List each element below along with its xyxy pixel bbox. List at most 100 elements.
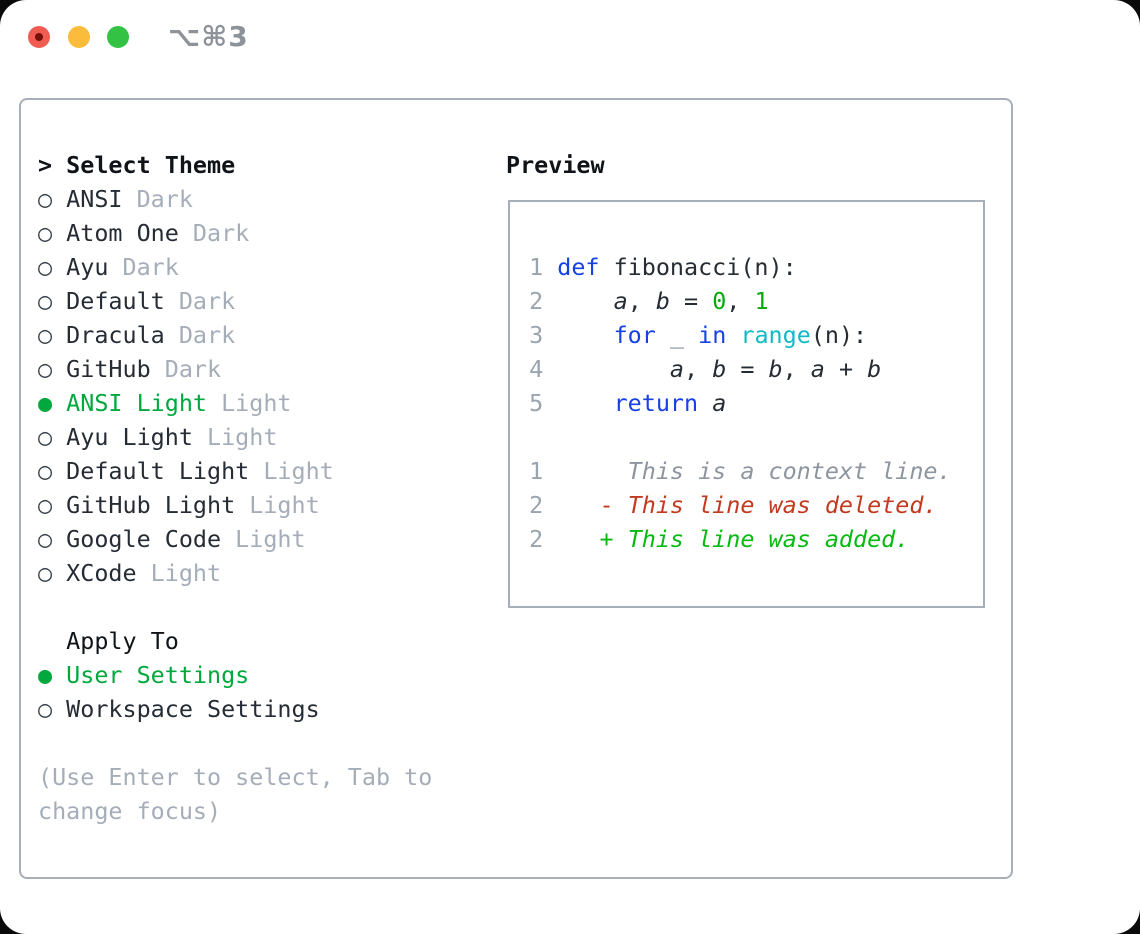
- apply-option-user-settings[interactable]: ● User Settings: [38, 658, 432, 692]
- code-token: ,: [782, 355, 811, 383]
- code-token: ,: [726, 287, 755, 315]
- code-token: 0: [712, 287, 727, 315]
- code-token: b: [867, 355, 882, 383]
- code-token: a: [669, 355, 685, 383]
- code-token: 1: [515, 457, 544, 485]
- code-token: [543, 321, 613, 349]
- code-token: +: [599, 525, 628, 553]
- radio-icon: ○: [38, 287, 67, 315]
- theme-option-ansi-light[interactable]: ● ANSI Light Light: [38, 386, 432, 420]
- spacer: [38, 627, 66, 655]
- radio-icon: ○: [38, 695, 67, 723]
- apply-to-heading-label: Apply To: [66, 627, 179, 655]
- code-token: _: [669, 321, 685, 349]
- window-titlebar: ⌥⌘3: [0, 0, 1140, 98]
- preview-code-line: 5 return a: [515, 386, 952, 420]
- code-token: ,: [684, 355, 713, 383]
- theme-selector: > Select Theme○ ANSI Dark○ Atom One Dark…: [38, 148, 432, 828]
- code-token: =: [669, 287, 713, 315]
- preview-code-line: 4 a, b = b, a + b: [515, 352, 952, 386]
- theme-option-github-light-label: GitHub Light: [66, 491, 236, 519]
- hint-text-line-2: change focus): [38, 794, 432, 828]
- hint-text-line-2-label: change focus): [38, 797, 222, 825]
- code-token: 2: [515, 287, 544, 315]
- code-token: [726, 321, 740, 349]
- code-token: for: [613, 321, 656, 349]
- code-token: -: [599, 491, 628, 519]
- theme-option-atom-one[interactable]: ○ Atom One Dark: [38, 216, 432, 250]
- prompt-icon: >: [38, 151, 67, 179]
- theme-option-default[interactable]: ○ Default Dark: [38, 284, 432, 318]
- window-title: ⌥⌘3: [168, 20, 249, 53]
- preview-code-line: 1 def fibonacci(n):: [515, 250, 952, 284]
- zoom-window-button[interactable]: [107, 26, 129, 48]
- radio-icon: ○: [38, 355, 67, 383]
- theme-variant-label: Dark: [178, 219, 250, 247]
- theme-variant-label: Dark: [164, 321, 236, 349]
- apply-option-user-settings-label: User Settings: [66, 661, 250, 689]
- radio-icon: ○: [38, 423, 67, 451]
- code-token: range: [740, 321, 811, 349]
- close-window-button[interactable]: [28, 26, 50, 48]
- theme-option-ayu-light-label: Ayu Light: [66, 423, 193, 451]
- theme-option-ayu-light[interactable]: ○ Ayu Light Light: [38, 420, 432, 454]
- hint-text-line-1-label: (Use Enter to select, Tab to: [38, 763, 433, 791]
- code-token: [684, 321, 698, 349]
- select-theme-heading: > Select Theme: [38, 148, 432, 182]
- radio-icon: ○: [38, 525, 67, 553]
- preview-pane: 1 def fibonacci(n): 2 a, b = 0, 1 3 for …: [508, 200, 985, 608]
- code-token: fibonacci(n):: [599, 253, 797, 281]
- theme-variant-label: Light: [192, 423, 278, 451]
- code-token: [543, 491, 599, 519]
- code-token: +: [824, 355, 868, 383]
- code-token: [656, 321, 670, 349]
- preview-heading: Preview: [506, 151, 605, 179]
- apply-to-heading: Apply To: [38, 624, 432, 658]
- code-token: 5: [515, 389, 544, 417]
- preview-code-line: [515, 420, 952, 454]
- theme-option-default-light-label: Default Light: [66, 457, 250, 485]
- code-token: 1: [515, 253, 558, 281]
- hint-text-line-1: (Use Enter to select, Tab to: [38, 760, 432, 794]
- spacer-row: [38, 590, 432, 624]
- code-token: 2: [515, 525, 544, 553]
- theme-option-default-light[interactable]: ○ Default Light Light: [38, 454, 432, 488]
- minimize-window-button[interactable]: [68, 26, 90, 48]
- theme-option-ayu[interactable]: ○ Ayu Dark: [38, 250, 432, 284]
- theme-variant-label: Light: [221, 525, 306, 553]
- code-token: b: [768, 355, 783, 383]
- theme-option-github[interactable]: ○ GitHub Dark: [38, 352, 432, 386]
- preview-code-line: 2 - This line was deleted.: [515, 488, 952, 522]
- code-token: [543, 355, 670, 383]
- theme-option-ansi[interactable]: ○ ANSI Dark: [38, 182, 432, 216]
- theme-option-ansi-light-label: ANSI Light: [66, 389, 207, 417]
- theme-variant-label: Dark: [108, 253, 179, 281]
- theme-option-google-code[interactable]: ○ Google Code Light: [38, 522, 432, 556]
- code-token: This is a context line.: [627, 457, 952, 485]
- spacer-row: [38, 726, 432, 760]
- code-token: ,: [627, 287, 656, 315]
- theme-variant-label: Dark: [122, 185, 193, 213]
- theme-option-github-light[interactable]: ○ GitHub Light Light: [38, 488, 432, 522]
- preview-code-line: 2 + This line was added.: [515, 522, 952, 556]
- theme-option-dracula[interactable]: ○ Dracula Dark: [38, 318, 432, 352]
- radio-icon: ○: [38, 219, 67, 247]
- preview-code-line: 2 a, b = 0, 1: [515, 284, 952, 318]
- theme-option-xcode[interactable]: ○ XCode Light: [38, 556, 432, 590]
- radio-icon: ○: [38, 321, 67, 349]
- theme-variant-label: Light: [249, 457, 334, 485]
- code-token: return: [613, 389, 699, 417]
- radio-selected-icon: ●: [38, 661, 67, 689]
- code-token: [543, 525, 599, 553]
- radio-icon: ○: [38, 185, 67, 213]
- code-token: a: [613, 287, 628, 315]
- apply-option-workspace-settings-label: Workspace Settings: [66, 695, 320, 723]
- apply-option-workspace-settings[interactable]: ○ Workspace Settings: [38, 692, 432, 726]
- theme-option-dracula-label: Dracula: [66, 321, 165, 349]
- code-token: [543, 389, 613, 417]
- code-token: [698, 389, 712, 417]
- radio-selected-icon: ●: [38, 389, 67, 417]
- radio-icon: ○: [38, 457, 67, 485]
- theme-variant-label: Dark: [164, 287, 236, 315]
